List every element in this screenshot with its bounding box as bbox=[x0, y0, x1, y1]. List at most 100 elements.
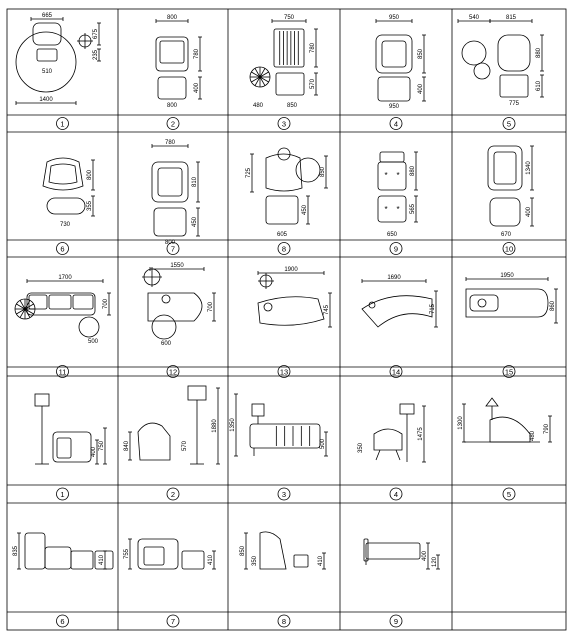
sheet-cells: 6656752355101400180078040080027507805704… bbox=[13, 13, 558, 628]
dimension-label: 400 bbox=[91, 446, 97, 457]
plan-cell-6: 800 355 730 6 bbox=[42, 157, 95, 255]
dimension-label: 400 bbox=[194, 82, 200, 93]
dimension-label: 400 bbox=[418, 83, 424, 94]
item-number-circle bbox=[502, 365, 516, 378]
dimension-label: 750 bbox=[99, 440, 105, 451]
dimension-label: 715 bbox=[430, 303, 436, 314]
plan-cell-4: 950 850 400 950 4 bbox=[375, 15, 426, 130]
dimension-label: 835 bbox=[13, 545, 19, 556]
dimension-label: 725 bbox=[246, 167, 252, 178]
item-number-circle bbox=[502, 242, 516, 255]
item-number-circle bbox=[166, 487, 180, 501]
item-number: 2 bbox=[171, 120, 175, 129]
cushion-mark: * bbox=[384, 205, 387, 214]
item-number: 9 bbox=[394, 245, 398, 254]
item-number: 3 bbox=[282, 120, 286, 129]
dimension-label: 570 bbox=[310, 78, 316, 89]
dimension-label: 120 bbox=[432, 556, 438, 567]
item-number-circle bbox=[166, 117, 180, 130]
item-number: 7 bbox=[171, 245, 175, 254]
dimension-label: 1700 bbox=[58, 275, 72, 281]
dimension-label: 605 bbox=[277, 232, 288, 238]
dimension-label: 410 bbox=[318, 555, 324, 566]
item-number: 8 bbox=[282, 617, 286, 626]
dimension-label: 950 bbox=[389, 104, 400, 110]
dimension-label: 1350 bbox=[230, 418, 236, 432]
sheet-grid bbox=[6, 8, 567, 631]
item-number-circle bbox=[502, 487, 516, 501]
item-number-circle bbox=[56, 614, 69, 628]
dimension-label: 355 bbox=[87, 200, 93, 211]
dimension-label: 950 bbox=[389, 15, 400, 21]
dimension-label: 1900 bbox=[284, 267, 298, 273]
dimension-label: 880 bbox=[536, 47, 542, 58]
dimension-label: 650 bbox=[387, 232, 398, 238]
dimension-label: 790 bbox=[544, 423, 550, 434]
item-number: 1 bbox=[60, 490, 64, 499]
dimension-label: 610 bbox=[536, 80, 542, 91]
item-number: 2 bbox=[171, 490, 175, 499]
dimension-label: 755 bbox=[124, 548, 130, 559]
elevation-cell-8: 850 350 410 8 bbox=[240, 531, 326, 628]
cushion-mark: * bbox=[396, 205, 399, 214]
item-number-circle bbox=[166, 365, 180, 378]
dimension-label: 1340 bbox=[526, 161, 532, 175]
dimension-label: 750 bbox=[284, 15, 295, 21]
item-number: 4 bbox=[394, 120, 398, 129]
dimension-label: 670 bbox=[501, 232, 512, 238]
dimension-label: 850 bbox=[240, 545, 246, 556]
dimension-label: 800 bbox=[167, 103, 178, 109]
dimension-label: 775 bbox=[509, 101, 520, 107]
item-number: 10 bbox=[505, 245, 513, 254]
dimension-label: 600 bbox=[161, 341, 172, 347]
item-number-circle bbox=[502, 117, 516, 130]
plan-cell-10: 1340 400 670 10 bbox=[487, 145, 534, 255]
dimension-label: 1690 bbox=[387, 275, 401, 281]
dimension-label: 730 bbox=[60, 222, 71, 228]
item-number-circle bbox=[166, 614, 180, 628]
item-number-circle bbox=[389, 242, 403, 255]
dimension-label: 850 bbox=[287, 103, 298, 109]
dimension-label: 570 bbox=[182, 440, 188, 451]
item-number: 14 bbox=[392, 368, 400, 377]
item-number: 6 bbox=[60, 617, 64, 626]
item-number: 1 bbox=[60, 120, 64, 129]
item-number-circle bbox=[389, 117, 403, 130]
item-number: 5 bbox=[507, 490, 511, 499]
item-number-circle bbox=[166, 242, 180, 255]
dimension-label: 400 bbox=[526, 206, 532, 217]
item-number-circle bbox=[56, 117, 69, 130]
item-number-circle bbox=[277, 117, 291, 130]
item-number-circle bbox=[277, 365, 291, 378]
dimension-label: 1400 bbox=[39, 97, 53, 103]
item-number-circle bbox=[56, 365, 69, 378]
plan-cell-14: 1690 715 14 bbox=[361, 275, 438, 378]
dimension-label: 850 bbox=[418, 48, 424, 59]
dimension-label: 500 bbox=[88, 339, 99, 345]
dimension-label: 800 bbox=[167, 15, 178, 21]
dimension-label: 350 bbox=[252, 555, 258, 566]
dimension-label: 815 bbox=[506, 15, 517, 21]
dimension-label: 745 bbox=[324, 304, 330, 315]
dimension-label: 800 bbox=[87, 169, 93, 180]
sheet-border bbox=[6, 8, 567, 631]
item-number: 15 bbox=[505, 368, 513, 377]
dimension-label: 860 bbox=[550, 300, 556, 311]
item-number: 6 bbox=[60, 245, 64, 254]
item-number: 8 bbox=[282, 245, 286, 254]
dimension-label: 350 bbox=[358, 442, 364, 453]
item-number: 7 bbox=[171, 617, 175, 626]
dimension-label: 500 bbox=[320, 438, 326, 449]
